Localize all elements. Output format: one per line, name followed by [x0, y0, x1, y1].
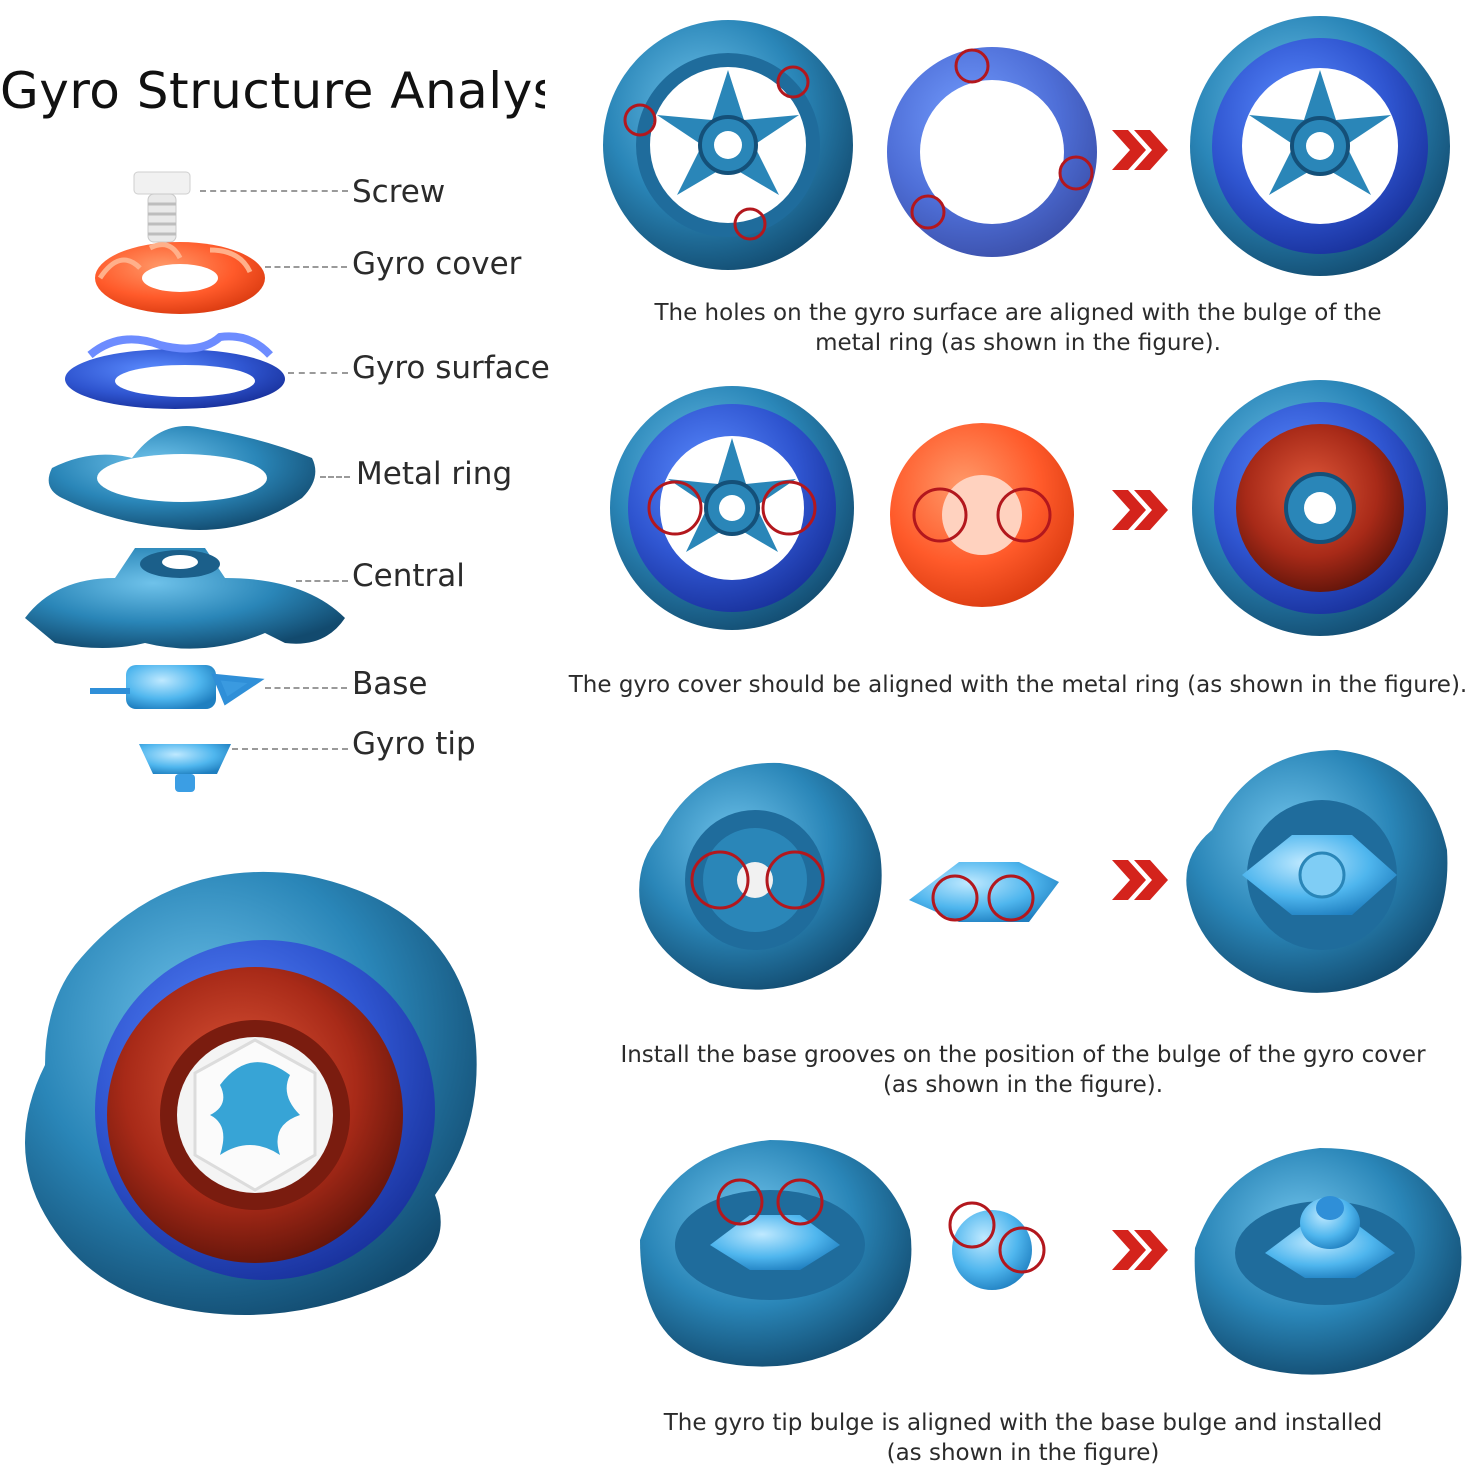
step3-base-image [909, 862, 1059, 922]
step2-assembled-ring-image [610, 386, 854, 630]
leader-line [200, 190, 348, 192]
step4-result-image [1194, 1148, 1462, 1375]
part-label-base: Base [352, 666, 428, 702]
step2-result-image [1192, 380, 1448, 636]
step4-caption: The gyro tip bulge is aligned with the b… [600, 1408, 1446, 1468]
leader-line [320, 476, 350, 478]
leader-line [265, 266, 347, 268]
step2-caption: The gyro cover should be aligned with th… [560, 670, 1476, 700]
step1-gyro-surface-image [887, 47, 1097, 257]
caption-line: The gyro tip bulge is aligned with the b… [663, 1410, 1383, 1436]
parts-diagram: Screw Gyro cover Gyro surface Metal ring… [0, 160, 560, 800]
caption-line: (as shown in the figure). [882, 1072, 1164, 1098]
step3-result-image [1186, 750, 1448, 993]
step2-gyro-cover-image [890, 423, 1074, 607]
step1-caption: The holes on the gyro surface are aligne… [600, 298, 1436, 358]
part-label-gyro-tip: Gyro tip [352, 726, 476, 762]
gyro-surface-icon [65, 332, 285, 409]
central-icon [25, 548, 345, 649]
metal-ring-icon [48, 426, 316, 530]
gyro-cover-icon [95, 242, 265, 314]
caption-line: The holes on the gyro surface are aligne… [654, 300, 1382, 326]
caption-line: metal ring (as shown in the figure). [815, 330, 1221, 356]
step3-assembled-image [639, 762, 882, 990]
part-label-gyro-surface: Gyro surface [352, 350, 550, 386]
part-label-gyro-cover: Gyro cover [352, 246, 522, 282]
step4-assembled-image [640, 1140, 912, 1367]
double-chevron-right-icon [1112, 860, 1168, 900]
step4-gyro-tip-image [948, 1201, 1046, 1290]
leader-line [296, 580, 348, 582]
part-label-screw: Screw [352, 174, 446, 210]
part-label-central: Central [352, 558, 465, 594]
screw-icon [133, 171, 191, 243]
step1-metal-ring-image [603, 20, 853, 270]
double-chevron-right-icon [1112, 1230, 1168, 1270]
base-icon [90, 665, 265, 709]
gyro-tip-icon [139, 744, 231, 792]
double-chevron-right-icon [1112, 490, 1168, 530]
caption-line: Install the base grooves on the position… [620, 1042, 1426, 1068]
part-label-metal-ring: Metal ring [356, 456, 513, 492]
step1-result-image [1190, 16, 1450, 276]
step3-caption: Install the base grooves on the position… [590, 1040, 1456, 1100]
assembled-gyro-image [25, 871, 477, 1315]
double-chevron-right-icon [1112, 130, 1168, 170]
leader-line [288, 372, 348, 374]
leader-line [232, 748, 348, 750]
page-title: Gyro Structure Analysi [0, 62, 545, 120]
leader-line [265, 687, 347, 689]
caption-line: The gyro cover should be aligned with th… [568, 672, 1468, 698]
caption-line: (as shown in the figure) [886, 1440, 1160, 1466]
